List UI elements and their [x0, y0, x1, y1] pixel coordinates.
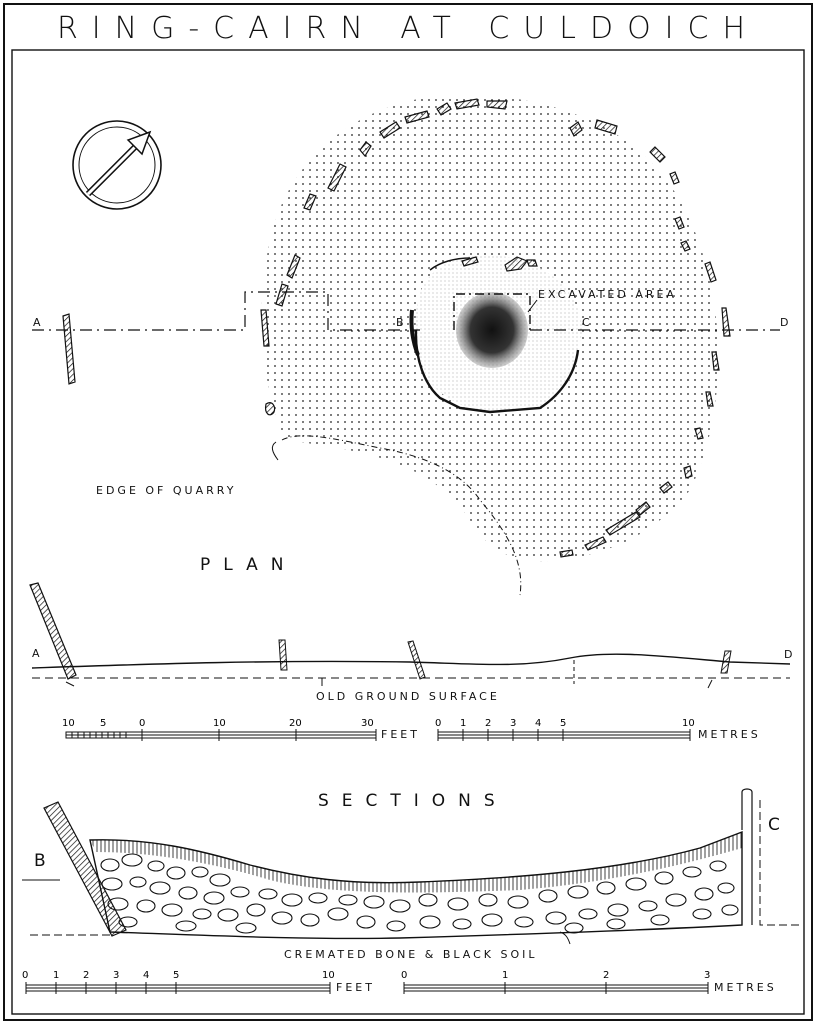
scale-top-feet-unit: FEET [381, 728, 420, 741]
page-title: RING-CAIRN AT CULDOICH [57, 11, 759, 46]
plan-heading: PLAN [200, 555, 296, 575]
quarry-pointer [271, 441, 279, 461]
kerb-stones [62, 98, 731, 558]
section-label-c: C [768, 815, 793, 835]
plan-label-c: C [582, 316, 593, 329]
scale-bottom-metre-3: 3 [704, 970, 710, 981]
profile-a-d [29, 582, 791, 689]
scale-top-feet-10: 10 [213, 718, 226, 729]
scale-top-metre-0: 0 [435, 718, 441, 729]
excavated-area-core [456, 292, 528, 368]
cremated-bone-label: CREMATED BONE & BLACK SOIL [284, 948, 538, 961]
scale-bottom-feet-4: 4 [143, 970, 149, 981]
scale-top-feet-5: 5 [100, 718, 106, 729]
plan-label-a: A [33, 316, 44, 329]
outer-frame [3, 3, 813, 1021]
scale-top-metre-5: 5 [560, 718, 566, 729]
scale-top-feet-10l: 10 [62, 718, 75, 729]
scale-top-metre-2: 2 [485, 718, 491, 729]
scale-top-metre-10: 10 [682, 718, 695, 729]
scale-bottom-feet-10: 10 [322, 970, 335, 981]
scale-bottom-metre-2: 2 [603, 970, 609, 981]
scale-bottom-metre-0: 0 [401, 970, 407, 981]
sections-heading: SECTIONS [318, 791, 508, 811]
scale-bottom-feet-0: 0 [22, 970, 28, 981]
inner-frame [11, 49, 805, 1015]
plan-label-b: B [396, 316, 407, 329]
profile-label-d: D [784, 648, 795, 661]
scale-bottom-feet-5: 5 [173, 970, 179, 981]
section-line-a-d [32, 291, 780, 331]
scale-top-metre-3: 3 [510, 718, 516, 729]
scale-top-feet-20: 20 [289, 718, 302, 729]
excavated-area-label: EXCAVATED AREA [538, 288, 677, 301]
north-arrow-icon [72, 120, 162, 210]
scale-bottom-feet-3: 3 [113, 970, 119, 981]
scale-bar-metres-bottom [403, 982, 709, 994]
scale-top-metre-4: 4 [535, 718, 541, 729]
scale-bottom-metre-unit: METRES [714, 981, 777, 994]
scale-bar-metres-top [437, 729, 691, 741]
scale-top-feet-0: 0 [139, 718, 145, 729]
section-b-c [22, 788, 800, 945]
profile-label-a: A [32, 647, 43, 660]
scale-bar-feet-bottom [25, 982, 331, 994]
scale-bottom-feet-unit: FEET [336, 981, 375, 994]
edge-of-quarry-label: EDGE OF QUARRY [96, 484, 236, 497]
scale-bottom-feet-1: 1 [53, 970, 59, 981]
old-ground-surface-label: OLD GROUND SURFACE [316, 690, 500, 703]
scale-bottom-metre-1: 1 [502, 970, 508, 981]
section-label-b: B [34, 851, 59, 871]
scale-top-metre-1: 1 [460, 718, 466, 729]
scale-top-feet-30: 30 [361, 718, 374, 729]
scale-top-metre-unit: METRES [698, 728, 761, 741]
plan-label-d: D [780, 316, 791, 329]
scale-bottom-feet-2: 2 [83, 970, 89, 981]
scale-bar-feet-top [65, 729, 377, 741]
excavated-pointer [527, 299, 538, 313]
quarry-edge [281, 435, 522, 596]
